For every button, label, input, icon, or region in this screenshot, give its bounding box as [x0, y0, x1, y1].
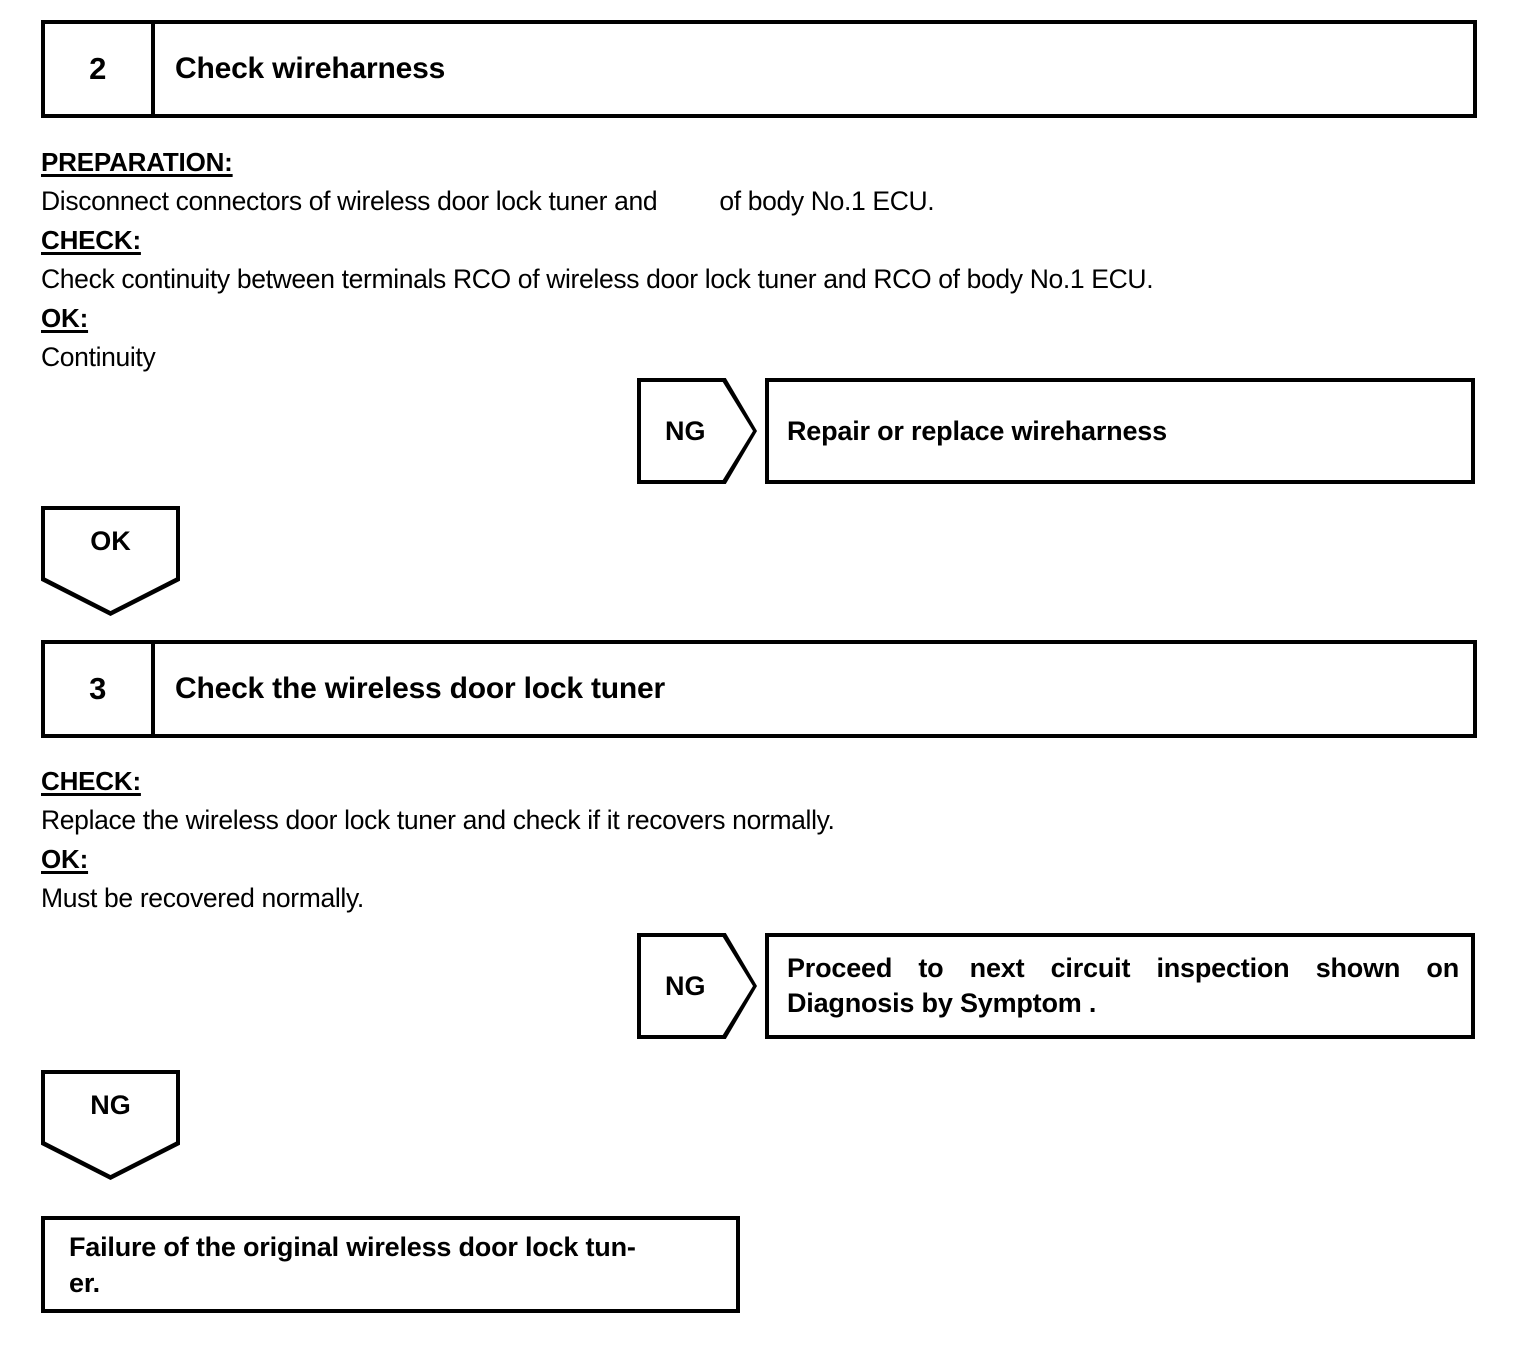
ok-body-2: Continuity	[41, 342, 156, 372]
ng-result-line2-step-3: Diagnosis by Symptom .	[787, 988, 1097, 1018]
ng-result-text-step-2: Repair or replace wireharness	[787, 415, 1167, 446]
final-outcome-line1: Failure of the original wireless door lo…	[69, 1231, 636, 1262]
preparation-heading: PREPARATION:	[41, 147, 233, 177]
check-body-2: Check continuity between terminals RCO o…	[41, 264, 1154, 294]
ok-heading-2: OK:	[41, 303, 89, 333]
ng-arrow-step-2: NG	[637, 378, 757, 484]
ok-body-3: Must be recovered normally.	[41, 883, 364, 913]
preparation-body-part1: Disconnect connectors of wireless door l…	[41, 186, 658, 216]
ng-arrow-label-3: NG	[641, 937, 753, 1035]
step-2-text-block: PREPARATION: Disconnect connectors of wi…	[41, 143, 1154, 377]
ng-connector-pentagon: NG	[41, 1070, 180, 1180]
ng-result-box-step-3: Proceed to next circuit inspection shown…	[765, 933, 1475, 1039]
check-heading-2: CHECK:	[41, 225, 141, 255]
preparation-body-part2: of body No.1 ECU.	[719, 186, 935, 216]
ng-arrow-label-2: NG	[641, 382, 753, 480]
step-3-text-block: CHECK: Replace the wireless door lock tu…	[41, 762, 835, 918]
step-title-2: Check wireharness	[175, 52, 446, 85]
ok-connector-label: OK	[45, 510, 176, 611]
check-heading-3: CHECK:	[41, 766, 141, 796]
ng-arrow-step-3: NG	[637, 933, 757, 1039]
final-outcome-line2: er.	[69, 1267, 100, 1298]
step-number-2: 2	[45, 24, 155, 114]
step-number-3: 3	[45, 644, 155, 734]
step-title-3: Check the wireless door lock tuner	[175, 672, 666, 705]
step-box-3: 3 Check the wireless door lock tuner	[41, 640, 1477, 738]
final-outcome-text: Failure of the original wireless door lo…	[69, 1229, 636, 1301]
ng-result-text-step-3: Proceed to next circuit inspection shown…	[787, 951, 1459, 1021]
ng-connector-label: NG	[45, 1074, 176, 1175]
ng-result-box-step-2: Repair or replace wireharness	[765, 378, 1475, 484]
ok-connector-pentagon: OK	[41, 506, 180, 616]
check-body-3: Replace the wireless door lock tuner and…	[41, 805, 835, 835]
step-box-2: 2 Check wireharness	[41, 20, 1477, 118]
preparation-body: Disconnect connectors of wireless door l…	[41, 182, 1153, 221]
ng-result-line1-step-3: Proceed to next circuit inspection shown…	[787, 953, 1459, 983]
final-outcome-box: Failure of the original wireless door lo…	[41, 1216, 740, 1313]
ok-heading-3: OK:	[41, 844, 89, 874]
